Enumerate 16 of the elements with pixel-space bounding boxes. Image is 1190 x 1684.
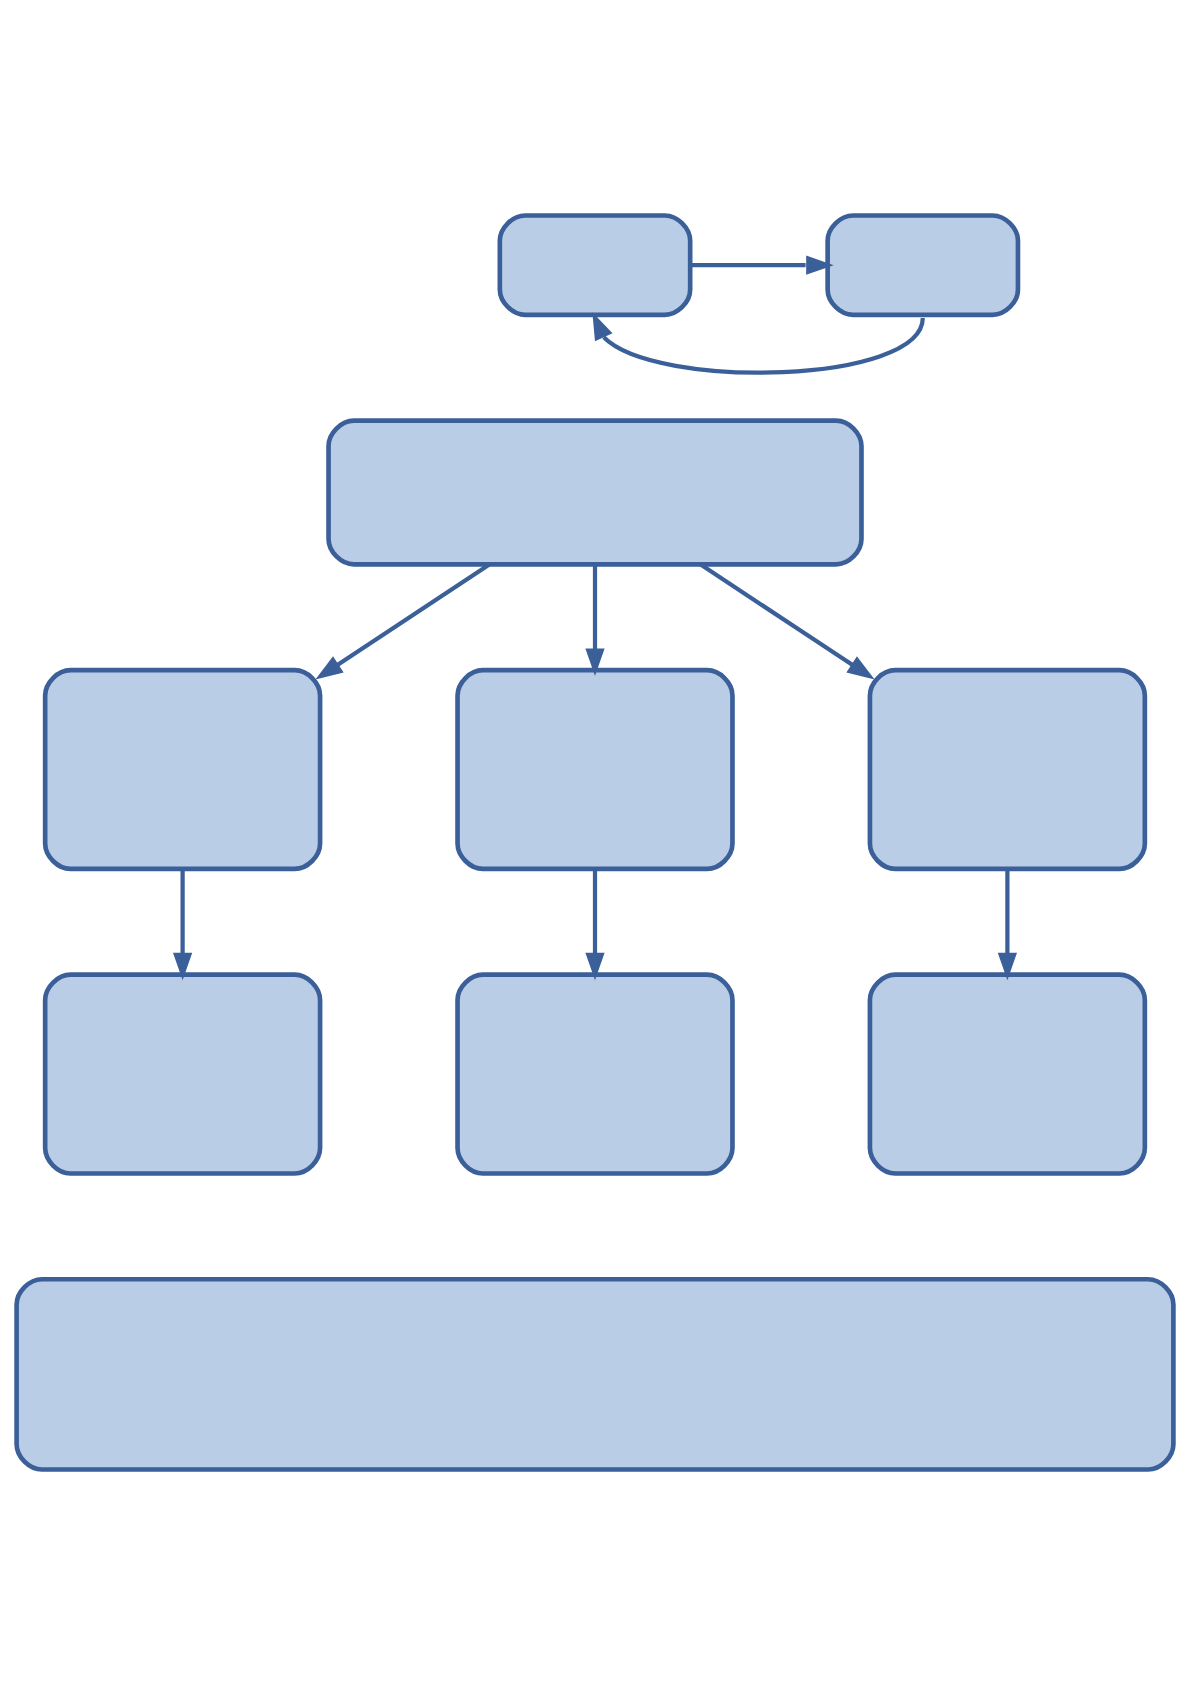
node-box xyxy=(497,212,693,317)
arrow xyxy=(585,564,605,676)
node-box xyxy=(455,971,735,1176)
arrow xyxy=(690,255,834,275)
node-box xyxy=(825,212,1021,317)
node-box xyxy=(455,667,735,871)
node-box xyxy=(867,971,1148,1176)
arrow xyxy=(172,868,193,980)
node-box xyxy=(42,971,323,1176)
node-box xyxy=(326,417,864,567)
arrow xyxy=(997,868,1018,980)
node-box xyxy=(42,667,323,871)
arrow xyxy=(592,311,925,375)
node-box xyxy=(14,1276,1176,1472)
node-box xyxy=(867,667,1148,871)
arrow xyxy=(585,868,605,980)
